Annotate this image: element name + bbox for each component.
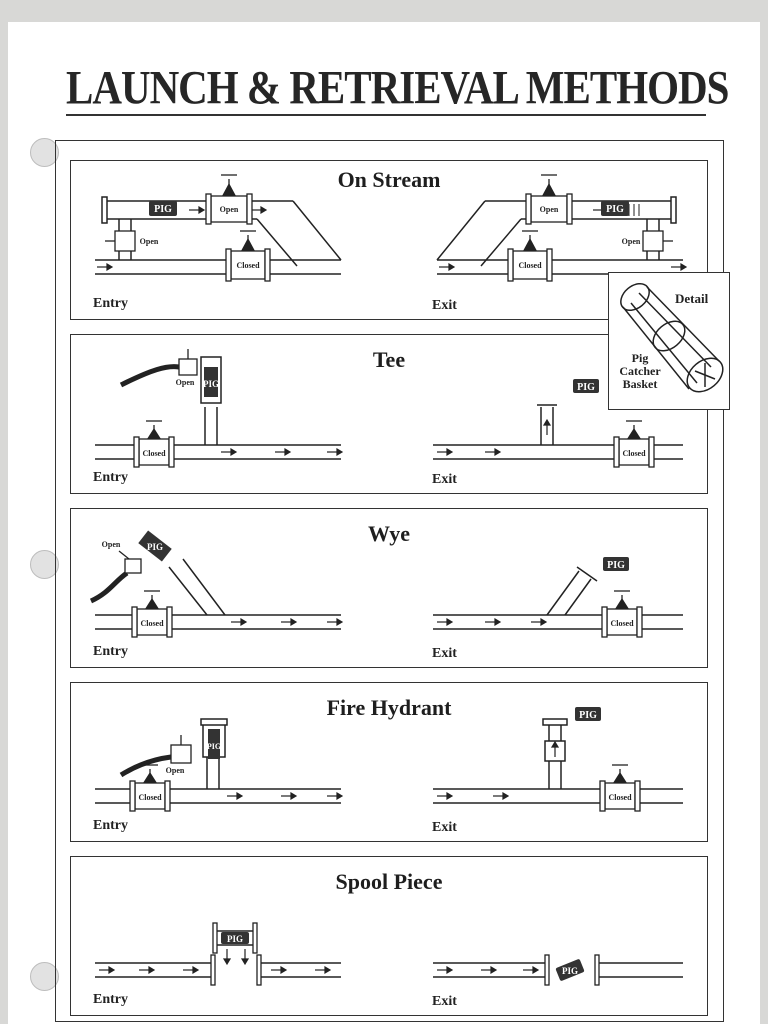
valve-open-label: Open [220,205,239,214]
flow-arrow-icon [281,791,298,801]
flow-arrow-icon [327,617,344,627]
flow-arrow-icon [437,791,454,801]
detail-inset: Detail Pig Catcher Basket [608,272,730,410]
flow-arrow-icon [531,617,548,627]
valve-open-label: Open [622,237,641,246]
exit-label: Exit [432,472,457,487]
pig-icon: PIG [203,379,219,389]
flow-arrow-icon [542,418,552,435]
flow-arrow-icon [281,617,298,627]
valve-closed-label: Closed [622,449,646,458]
panel-spool-piece: PIG PIG Spool Piece Entry Exit [70,856,708,1016]
entry-label: Entry [93,992,128,1007]
exit-label: Exit [432,298,457,313]
exit-label: Exit [432,646,457,661]
flow-arrow-icon [240,949,250,966]
valve-closed-label: Closed [518,261,542,270]
exit-label: Exit [432,820,457,835]
flow-arrow-icon [275,447,292,457]
entry-label: Entry [93,470,128,485]
pig-catcher-basket-icon [620,282,724,393]
detail-caption: Pig Catcher Basket [619,351,661,391]
flow-arrow-icon [189,205,206,215]
flow-arrow-icon [481,965,498,975]
section-title: On Stream [337,167,441,192]
pig-icon: PIG [577,382,595,393]
pig-icon: PIG [227,934,243,944]
pig-icon: PIG [607,560,625,571]
valve-closed-label: Closed [140,619,164,628]
entry-label: Entry [93,818,128,833]
valve-open-label: Open [540,205,559,214]
valve-closed-label: Closed [142,449,166,458]
valve-closed-label: Closed [608,793,632,802]
flow-arrow-icon [671,262,688,272]
binder-hole [30,962,59,991]
flow-arrow-icon [437,447,454,457]
detail-title: Detail [675,291,709,306]
valve-open-label: Open [176,378,195,387]
flow-arrow-icon [222,949,232,966]
binder-hole [30,138,59,167]
flow-arrow-icon [439,262,456,272]
flow-arrow-icon [327,447,344,457]
flow-arrow-icon [437,965,454,975]
section-title: Spool Piece [335,869,443,894]
pig-icon: PIG [147,542,163,552]
flow-arrow-icon [99,965,116,975]
entry-label: Entry [93,644,128,659]
valve-open-label: Open [140,237,159,246]
flow-arrow-icon [493,791,510,801]
title-underline [66,114,706,116]
valve-closed-label: Closed [236,261,260,270]
exit-label: Exit [432,994,457,1009]
binder-hole [30,550,59,579]
pig-icon: PIG [579,710,597,721]
flow-arrow-icon [550,740,560,757]
valve-open-label: Open [166,766,185,775]
pig-icon: PIG [207,742,221,751]
flow-arrow-icon [485,447,502,457]
flow-arrow-icon [139,965,156,975]
section-title: Fire Hydrant [326,695,452,720]
flow-arrow-icon [485,617,502,627]
flow-arrow-icon [227,791,244,801]
pig-icon: PIG [154,204,172,215]
valve-closed-label: Closed [610,619,634,628]
valve-open-label: Open [102,540,121,549]
pig-icon: PIG [606,204,624,215]
spool-piece-diagram: PIG PIG [95,922,683,986]
flow-arrow-icon [97,262,114,272]
section-title: Wye [368,521,410,546]
flow-arrow-icon [251,205,268,215]
outer-frame [55,140,724,1022]
valve-closed-label: Closed [138,793,162,802]
flow-arrow-icon [221,447,238,457]
page-title: LAUNCH & RETRIEVAL METHODS [66,61,729,115]
pig-icon: PIG [562,966,578,976]
flow-arrow-icon [271,965,288,975]
section-title: Tee [372,347,406,372]
flow-arrow-icon [327,791,344,801]
flow-arrow-icon [183,965,200,975]
flow-arrow-icon [231,617,248,627]
flow-arrow-icon [315,965,332,975]
flow-arrow-icon [437,617,454,627]
entry-label: Entry [93,296,128,311]
flow-arrow-icon [523,965,540,975]
